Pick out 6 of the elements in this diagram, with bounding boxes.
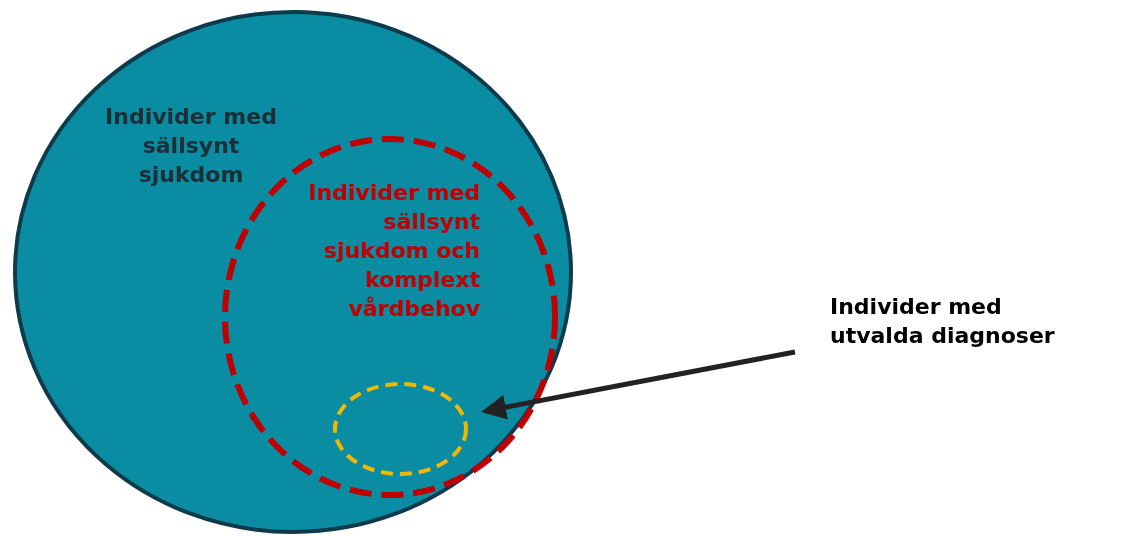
set-label: Individer med sällsynt sjukdom och komplext vårdbehov (307, 179, 480, 323)
set-label: Individer med utvalda diagnoser (830, 293, 1056, 350)
set-label: Individer med sällsynt sjukdom (104, 103, 278, 189)
set-circle (13, 10, 573, 534)
subset-ellipse (333, 382, 468, 476)
arrow (481, 349, 796, 420)
